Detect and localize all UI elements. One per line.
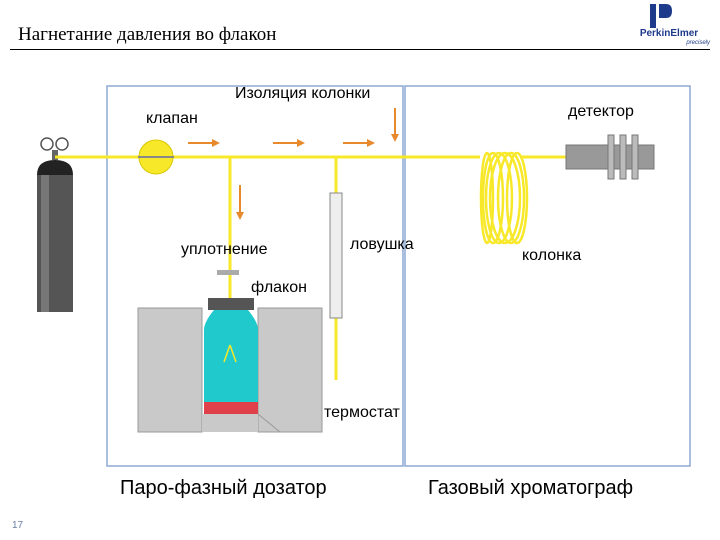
- label-column: колонка: [522, 247, 582, 264]
- trap-tube: [329, 192, 343, 319]
- label-seal: уплотнение: [181, 241, 268, 258]
- gc-panel: [404, 85, 691, 467]
- flow-arrow-2: [273, 139, 305, 147]
- logo-brand-text: PerkinElmer: [639, 28, 699, 39]
- label-trap: ловушка: [350, 236, 414, 253]
- flow-arrow-down-vial: [236, 185, 244, 220]
- label-valve: клапан: [146, 110, 198, 127]
- gas-cylinder-icon: [37, 137, 73, 312]
- septum-seal: [217, 270, 239, 275]
- perkinelmer-logo-icon: [650, 4, 672, 28]
- column-coil-icon: [479, 151, 529, 245]
- logo-tagline: precisely: [686, 40, 710, 46]
- flow-arrow-3: [343, 139, 375, 147]
- page-number: 17: [12, 520, 24, 531]
- flow-arrow-1: [188, 139, 220, 147]
- thermostat-block: [137, 307, 323, 433]
- section-title-headspace-sampler: Паро-фазный дозатор: [120, 477, 327, 499]
- section-title-gas-chromatograph: Газовый хроматограф: [428, 477, 634, 499]
- valve-icon: [138, 139, 174, 175]
- vial-icon: [204, 298, 258, 414]
- label-thermostat: термостат: [324, 404, 400, 421]
- title-divider: [10, 49, 710, 50]
- label-column-isolation: Изоляция колонки: [235, 85, 371, 102]
- flow-arrow-down-isolation: [391, 108, 399, 142]
- page-title: Нагнетание давления во флакон: [18, 24, 277, 45]
- label-detector: детектор: [568, 103, 634, 120]
- sampler-panel: [106, 85, 404, 467]
- detector-icon: [565, 134, 655, 180]
- label-vial: флакон: [251, 279, 307, 296]
- brand-logo: PerkinElmer precisely: [628, 4, 710, 48]
